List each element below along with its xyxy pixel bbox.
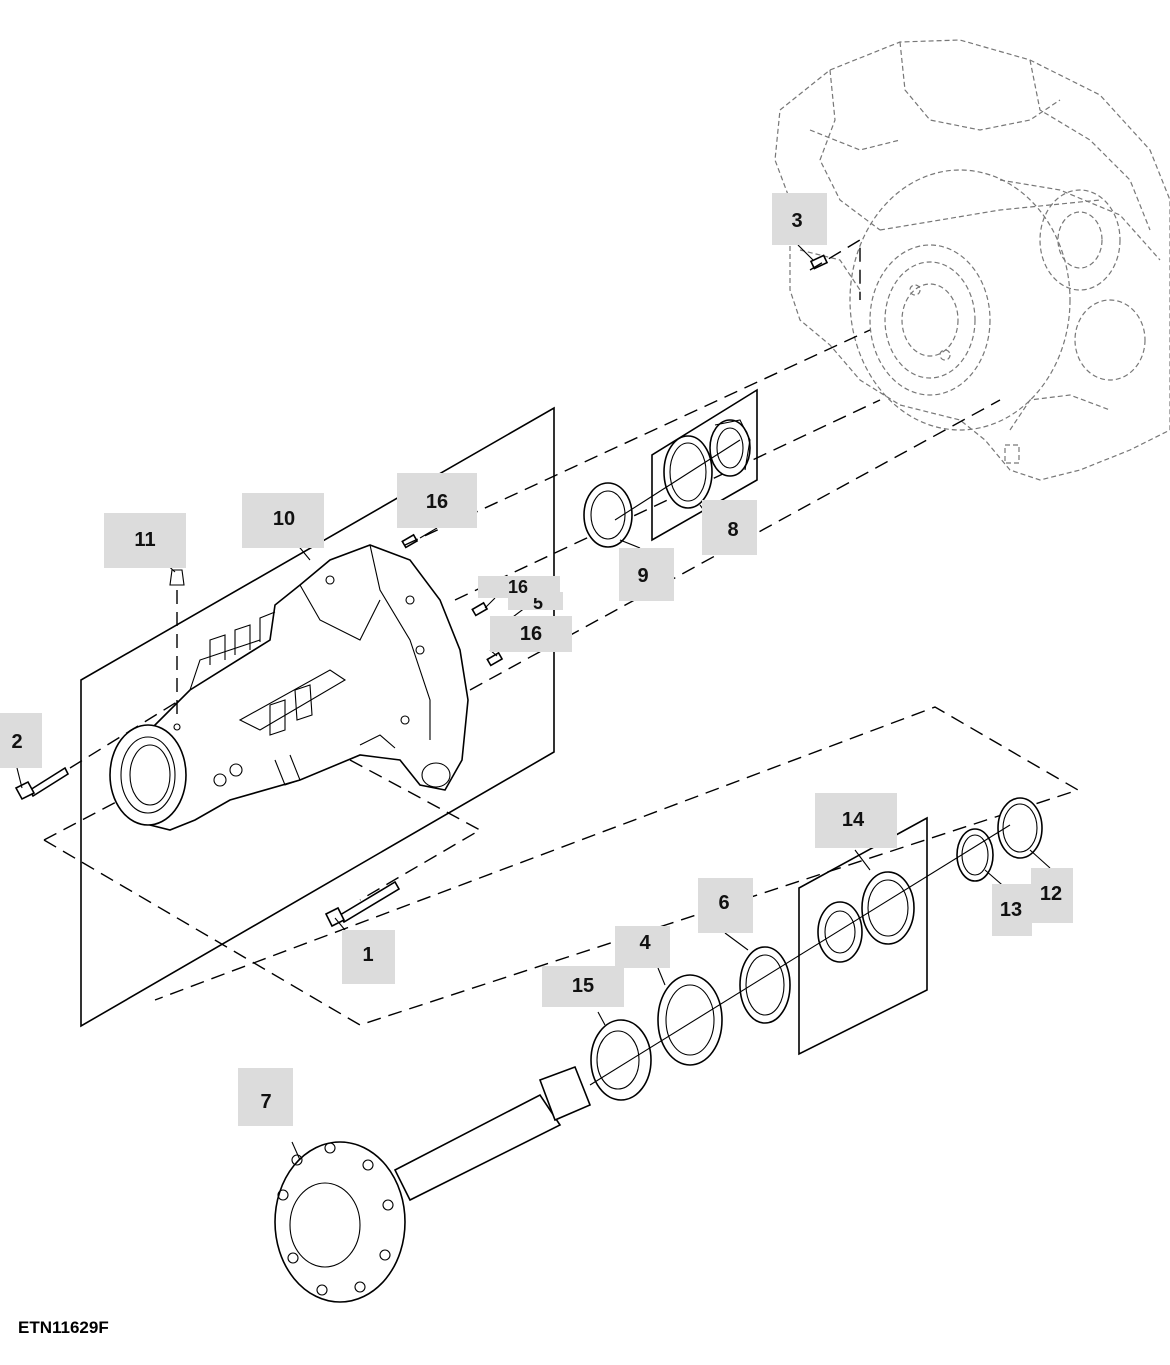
svg-text:5: 5	[533, 593, 543, 613]
seal-9	[583, 482, 633, 548]
svg-text:14: 14	[842, 809, 865, 831]
axle-shaft-7	[274, 1065, 592, 1303]
bearing-kit-8	[651, 388, 758, 542]
svg-text:1: 1	[362, 944, 373, 966]
callout-9: 9	[619, 548, 674, 601]
svg-text:16: 16	[426, 491, 448, 513]
svg-text:6: 6	[718, 892, 729, 914]
callout-12: 12	[1031, 868, 1073, 923]
svg-text:11: 11	[134, 529, 155, 551]
figure-identifier: ETN11629F	[18, 1318, 109, 1337]
callout-16-middle: 16	[478, 576, 560, 598]
ring-12	[997, 797, 1043, 859]
svg-text:12: 12	[1040, 883, 1062, 905]
callout-7: 7	[238, 1068, 293, 1126]
ring-6	[739, 946, 791, 1024]
callout-2: 2	[0, 713, 42, 768]
svg-text:4: 4	[639, 932, 651, 954]
seal-15	[590, 1019, 652, 1101]
callout-10: 10	[242, 493, 324, 548]
ring-4	[657, 974, 723, 1066]
svg-text:2: 2	[11, 731, 22, 753]
axle-housing-panel	[80, 406, 555, 1028]
svg-text:3: 3	[791, 210, 802, 232]
dowel-pin-3	[797, 238, 861, 300]
callout-3: 3	[772, 193, 827, 245]
bearing-kit-14	[798, 816, 928, 1056]
callout-1: 1	[342, 930, 395, 984]
svg-text:8: 8	[727, 519, 738, 541]
svg-text:9: 9	[637, 565, 648, 587]
grease-fitting-11	[169, 569, 185, 731]
callout-13: 13	[992, 884, 1032, 936]
bolt-1	[324, 880, 401, 928]
svg-text:13: 13	[1000, 899, 1022, 921]
svg-text:16: 16	[520, 623, 542, 645]
callout-11: 11	[104, 513, 186, 568]
svg-text:7: 7	[260, 1091, 271, 1113]
axis-line-upper	[614, 439, 741, 521]
svg-text:15: 15	[572, 975, 594, 997]
svg-text:10: 10	[273, 508, 295, 530]
bolt-2	[14, 699, 181, 801]
axle-housing-10	[109, 544, 469, 831]
callout-15: 15	[542, 966, 624, 1007]
callout-4: 4	[615, 926, 670, 968]
assembly-lines-upper	[43, 329, 1080, 1026]
callout-16-bottom: 16	[490, 616, 572, 652]
callout-14: 14	[815, 793, 897, 848]
callout-8: 8	[702, 500, 757, 555]
svg-text:16: 16	[508, 577, 528, 597]
axis-line-lower	[589, 824, 1011, 1086]
callout-6: 6	[698, 878, 753, 933]
callout-16-top: 16	[397, 473, 477, 528]
leader-lines	[16, 504, 1051, 1161]
transmission-housing-ghost	[774, 39, 1170, 481]
